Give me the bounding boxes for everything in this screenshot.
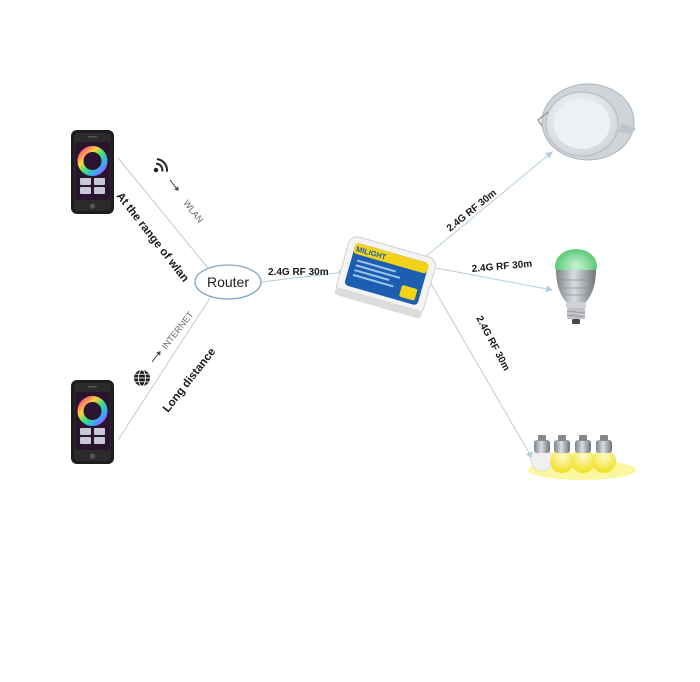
router-label: Router bbox=[207, 274, 249, 290]
wlan-tag: WLAN bbox=[181, 198, 205, 225]
group-bulb-4 bbox=[592, 435, 616, 473]
internet-tag: INTERNET bbox=[160, 309, 196, 351]
wlan-path-label: At the range of wlan bbox=[114, 190, 191, 284]
connectors bbox=[117, 151, 553, 459]
connector-phone1-router bbox=[117, 157, 209, 269]
connector-controller-bulb bbox=[435, 267, 553, 293]
group-bulb-1 bbox=[530, 435, 554, 472]
group-bulb-3 bbox=[571, 435, 595, 473]
wlan-arrow bbox=[169, 179, 179, 192]
connector-controller-bulbs bbox=[429, 281, 533, 459]
smartphone-icon bbox=[71, 130, 114, 214]
globe-icon bbox=[134, 369, 150, 387]
group-bulb-2 bbox=[550, 435, 574, 473]
wifi-icon bbox=[153, 158, 168, 173]
rf-label-router-controller: 2.4G RF 30m bbox=[268, 267, 329, 278]
rf-label-controller-downlight: 2.4G RF 30m bbox=[445, 188, 499, 235]
smartphone-icon bbox=[71, 380, 114, 464]
bulb-group-icon bbox=[528, 435, 636, 480]
rf-label-controller-bulbs: 2.4G RF 30m bbox=[473, 314, 511, 373]
rf-label-controller-bulb: 2.4G RF 30m bbox=[471, 259, 532, 275]
internet-path-label: Long distance bbox=[161, 346, 218, 415]
connector-phone2-router bbox=[117, 297, 211, 441]
led-bulb-icon bbox=[555, 249, 597, 324]
connector-controller-downlight bbox=[423, 151, 553, 259]
router-icon: Router bbox=[194, 264, 262, 300]
downlight-icon bbox=[536, 83, 636, 161]
internet-arrow bbox=[151, 350, 161, 363]
connector-router-controller bbox=[260, 269, 346, 283]
rf-controller-icon: MILIGHT bbox=[334, 236, 436, 319]
